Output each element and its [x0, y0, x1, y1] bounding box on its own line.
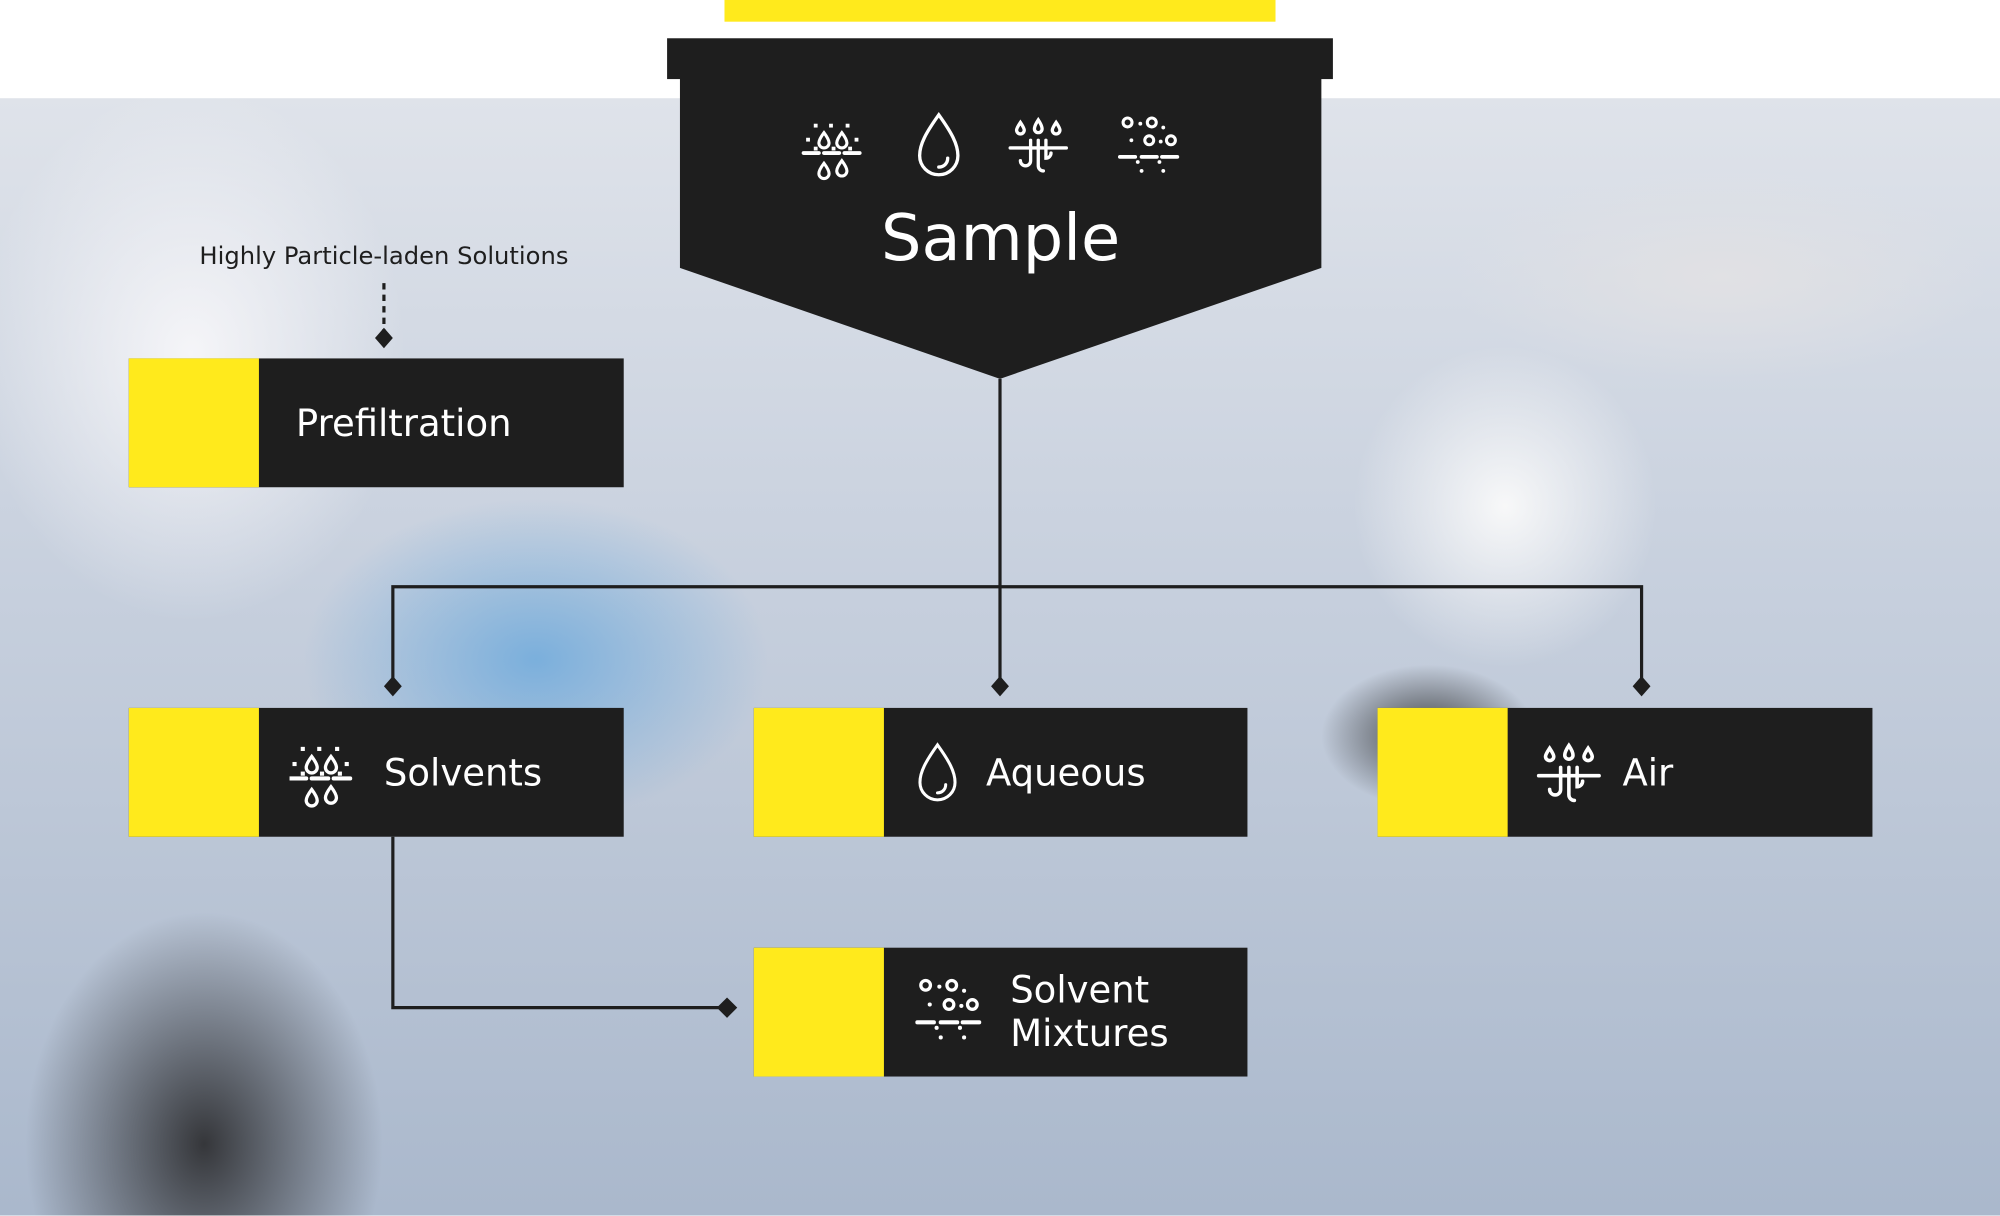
- solvent-mixtures-line-2: Mixtures: [1010, 1011, 1169, 1055]
- solvents-box: Solvents: [128, 707, 624, 837]
- arrow-diamond: [383, 676, 402, 697]
- accent-block: [128, 358, 259, 488]
- solvents-label: Solvents: [383, 751, 543, 795]
- aqueous-drop-icon: [918, 743, 957, 802]
- sample-header-cap: [667, 38, 1333, 80]
- accent-bar: [724, 0, 1276, 22]
- accent-block: [753, 707, 884, 837]
- aqueous-label: Aqueous: [985, 751, 1146, 795]
- solvent-mixtures-line-1: Solvent: [1010, 968, 1150, 1012]
- arrow-diamond: [374, 327, 393, 349]
- accent-block: [753, 947, 884, 1077]
- air-label: Air: [1622, 751, 1674, 795]
- accent-block: [128, 707, 259, 837]
- arrow-diamond: [991, 676, 1009, 697]
- sample-title: Sample: [881, 201, 1121, 276]
- solvents-icon: [290, 737, 356, 808]
- prefilter-note: Highly Particle-laden Solutions: [199, 242, 569, 271]
- accent-block: [1377, 707, 1508, 837]
- air-icon: [1536, 743, 1601, 803]
- prefiltration-label: Prefiltration: [295, 401, 512, 446]
- arrow-diamond: [716, 997, 738, 1018]
- aqueous-box: Aqueous: [753, 707, 1248, 837]
- prefiltration-box: Prefiltration: [128, 358, 624, 488]
- solvent-mixtures-icon: [915, 977, 984, 1048]
- air-box: Air: [1377, 707, 1873, 837]
- arrow-diamond: [1632, 676, 1651, 697]
